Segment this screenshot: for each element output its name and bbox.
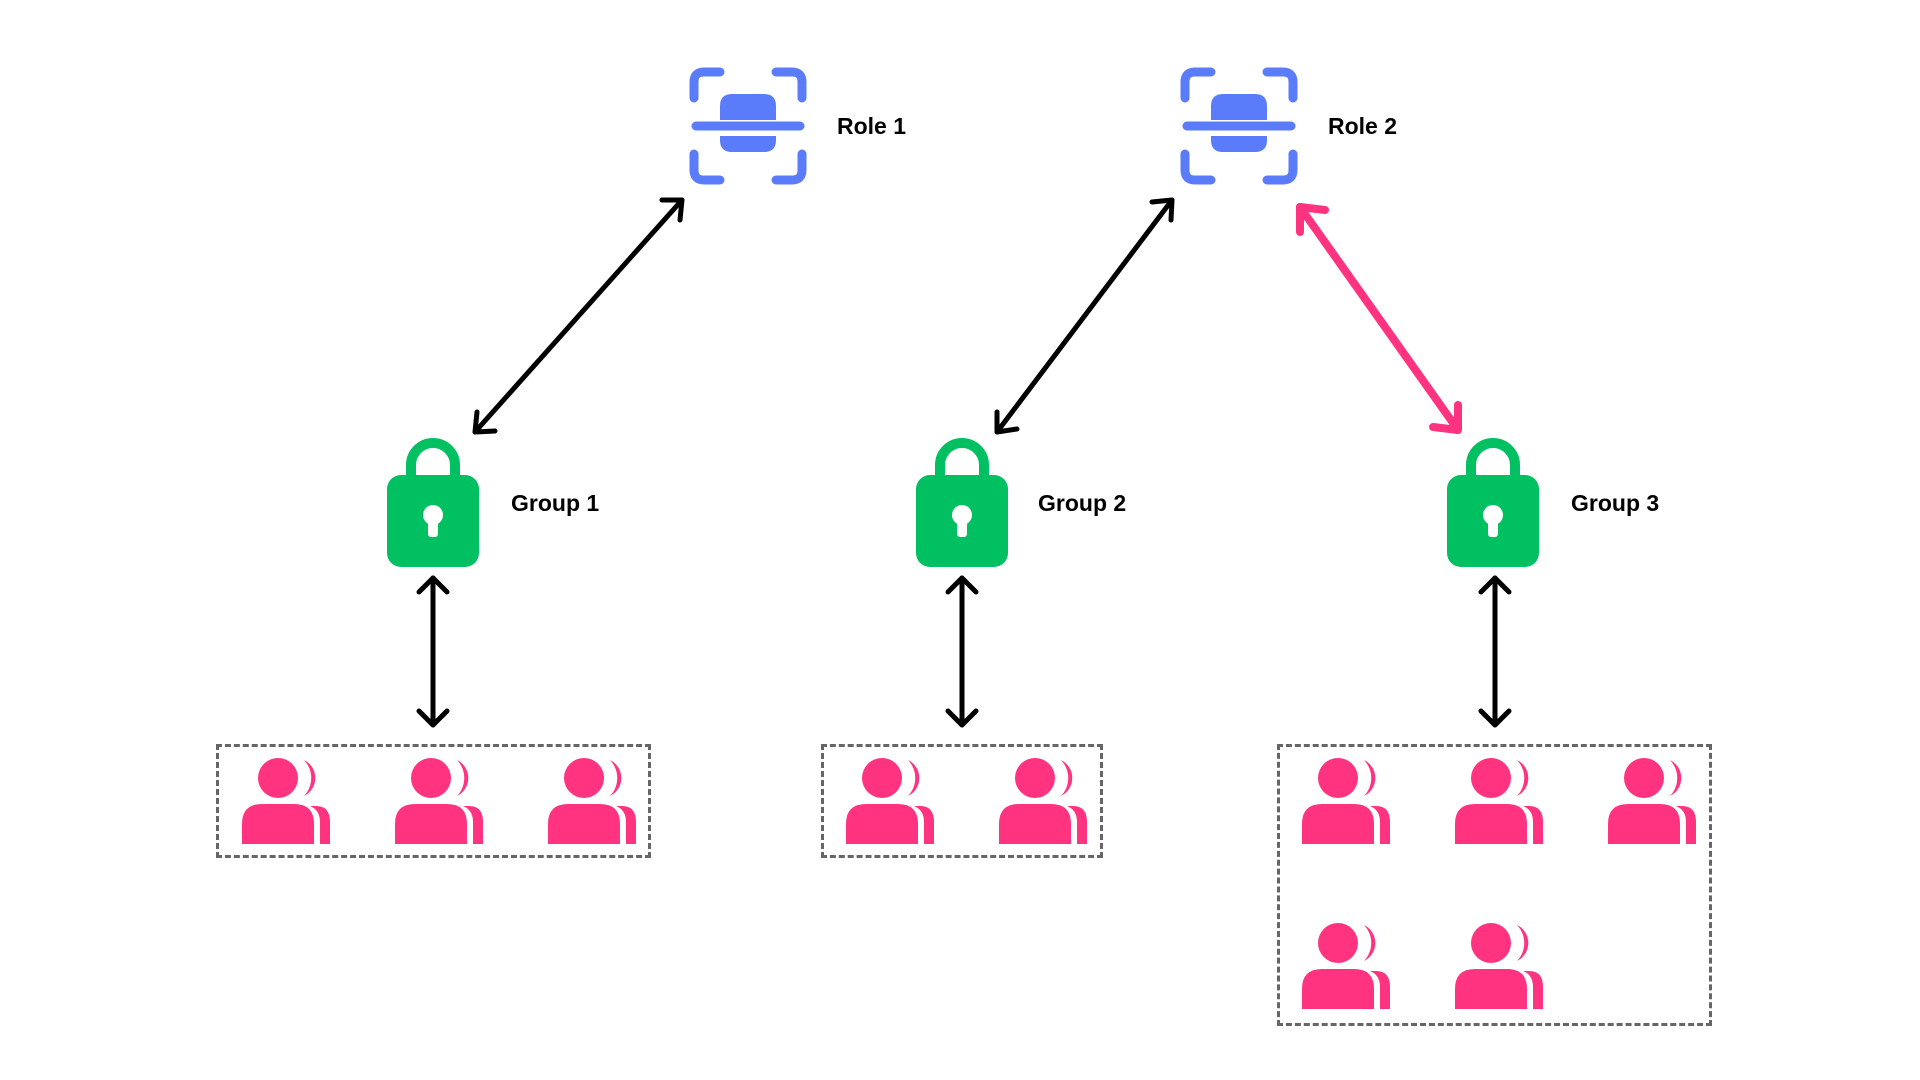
role-2-label: Role 2 bbox=[1328, 113, 1398, 139]
arrow-group3-users bbox=[1478, 575, 1512, 728]
arrow-group1-users bbox=[416, 575, 450, 728]
role-1-label: Role 1 bbox=[837, 113, 907, 139]
group-3-users-box bbox=[1277, 744, 1712, 1026]
group-1-label: Group 1 bbox=[511, 490, 600, 516]
arrow-role2-group2 bbox=[994, 197, 1175, 435]
arrow-role2-group3 bbox=[1296, 203, 1462, 434]
group-2-label: Group 2 bbox=[1038, 490, 1127, 516]
group-1-users-box bbox=[216, 744, 651, 858]
arrow-role1-group1 bbox=[472, 197, 685, 435]
group-2-users-box bbox=[821, 744, 1103, 858]
group-3-label: Group 3 bbox=[1571, 490, 1660, 516]
arrow-group2-users bbox=[945, 575, 979, 728]
